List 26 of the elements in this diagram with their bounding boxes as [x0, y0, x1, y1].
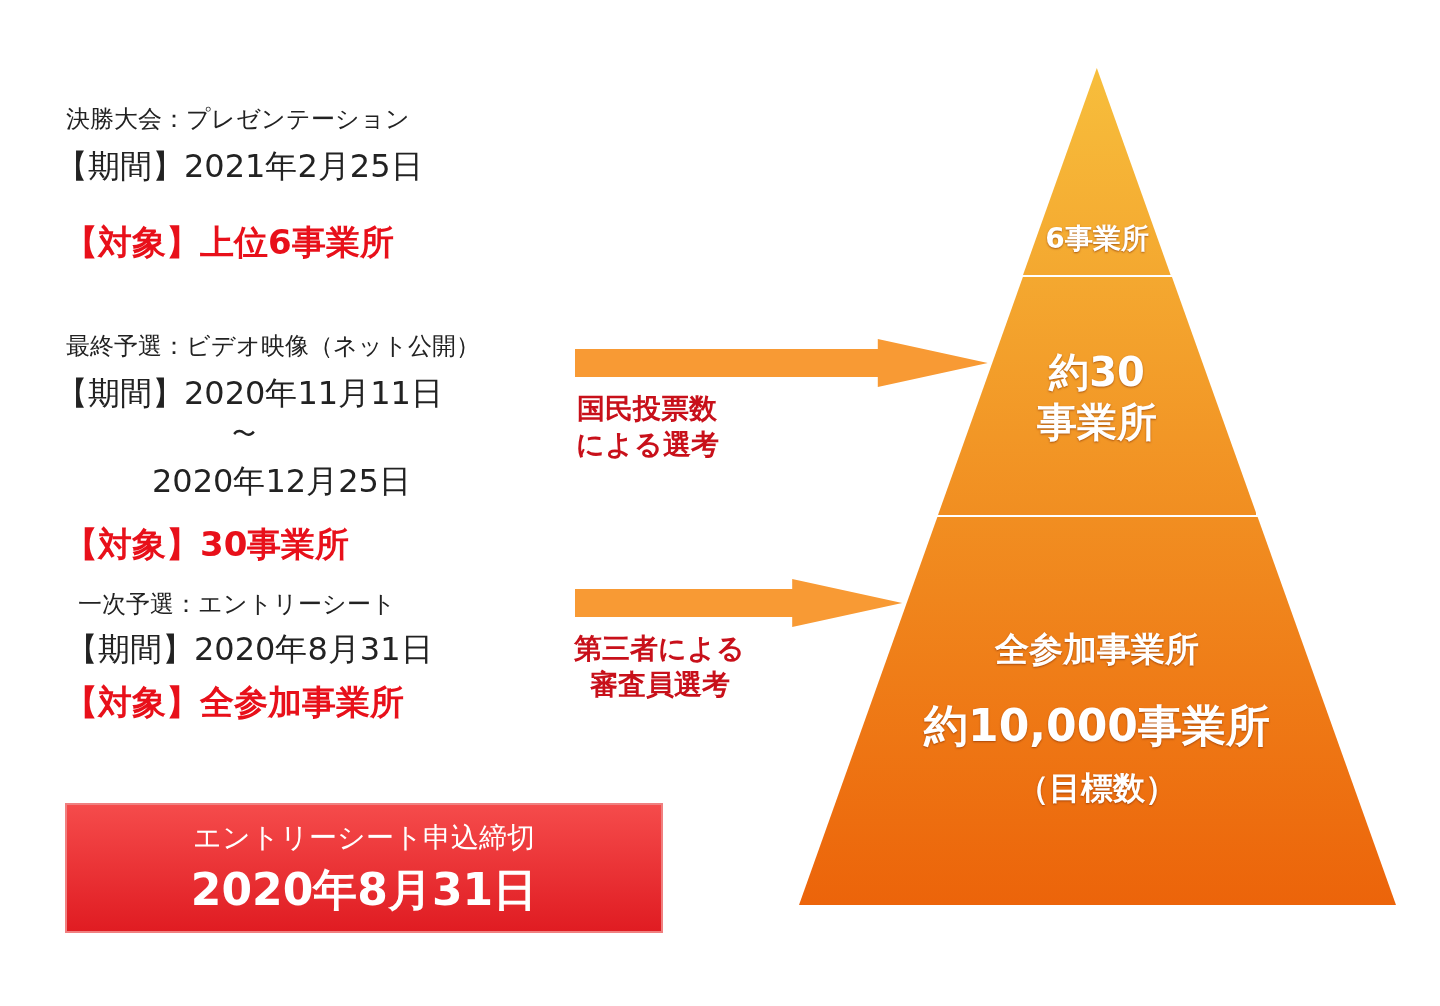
target-note: 【対象】30事業所 — [64, 523, 350, 566]
edge-label: 第三者による審査員選考 — [573, 631, 746, 703]
tier-label: （目標数） — [1016, 768, 1178, 809]
stage-text: 【期間】2020年11月11日 — [56, 373, 443, 414]
tier-label: 6事業所 — [1044, 221, 1150, 257]
stage-text: 一次予選：エントリーシート — [78, 589, 396, 620]
stage-text: 【期間】2021年2月25日 — [56, 146, 423, 187]
arrow — [575, 579, 903, 627]
banner-date: 2020年8月31日 — [190, 863, 538, 917]
banner-title: エントリーシート申込締切 — [193, 820, 535, 856]
pyramid-tier — [1023, 68, 1171, 275]
pyramid-tier — [937, 277, 1257, 515]
target-note: 【対象】上位6事業所 — [64, 221, 394, 264]
deadline-banner — [65, 803, 663, 933]
pyramid-tier — [798, 517, 1396, 905]
stage-text: 最終予選：ビデオ映像（ネット公開） — [66, 331, 480, 362]
tier-label: 約30事業所 — [1036, 348, 1158, 447]
arrow — [575, 339, 988, 387]
stage-text: 〜 — [232, 419, 256, 450]
stage-text: 【期間】2020年8月31日 — [66, 629, 433, 670]
stage-text: 2020年12月25日 — [152, 461, 411, 502]
tier-label: 約10,000事業所 — [922, 699, 1271, 753]
edge-label: 国民投票数による選考 — [574, 391, 720, 463]
stage-text: 決勝大会：プレゼンテーション — [66, 104, 410, 135]
target-note: 【対象】全参加事業所 — [64, 681, 404, 724]
tier-label: 全参加事業所 — [994, 628, 1200, 671]
